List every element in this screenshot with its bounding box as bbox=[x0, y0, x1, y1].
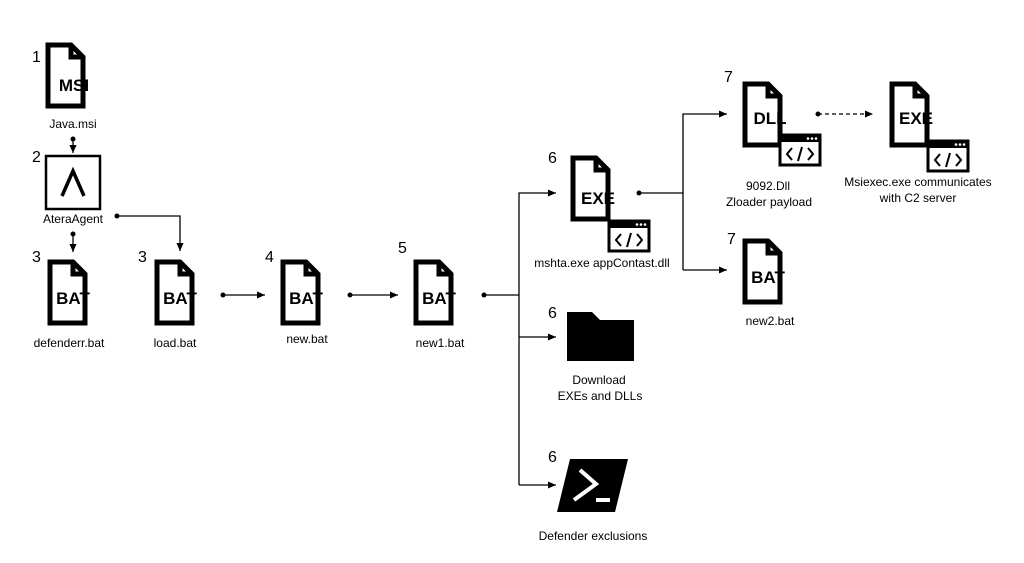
node-label-line2: EXEs and DLLs bbox=[558, 389, 643, 403]
folder-icon bbox=[567, 312, 634, 361]
node-new-bat: 4 BAT new.bat bbox=[265, 249, 328, 346]
node-label: new2.bat bbox=[746, 314, 795, 328]
node-label: defenderr.bat bbox=[34, 336, 105, 350]
file-type-tag: BAT bbox=[751, 268, 785, 287]
atera-agent-icon bbox=[44, 154, 102, 211]
node-label: load.bat bbox=[154, 336, 197, 350]
node-label: Java.msi bbox=[49, 117, 96, 131]
step-number: 2 bbox=[32, 149, 41, 166]
node-atera-agent: 2 AteraAgent bbox=[32, 149, 104, 226]
node-label-line1: Msiexec.exe communicates bbox=[844, 175, 991, 189]
edge-atera-to-load bbox=[117, 215, 184, 251]
node-dll-payload: 7 DLL 9092.Dll Zloader payload bbox=[724, 69, 822, 209]
file-type-tag: EXE bbox=[899, 109, 933, 128]
node-label: Defender exclusions bbox=[539, 529, 648, 543]
file-type-tag: BAT bbox=[422, 289, 456, 308]
file-type-tag: BAT bbox=[289, 289, 323, 308]
node-defenderr-bat: 3 BAT defenderr.bat bbox=[32, 249, 105, 350]
node-java-msi: 1 MSI Java.msi bbox=[32, 45, 97, 131]
file-type-tag: EXE bbox=[581, 189, 615, 208]
node-label: new.bat bbox=[286, 332, 328, 346]
step-number: 5 bbox=[398, 240, 407, 257]
file-type-tag: BAT bbox=[163, 289, 197, 308]
step-number: 6 bbox=[548, 150, 557, 167]
node-powershell: 6 Defender exclusions bbox=[539, 449, 648, 543]
step-number: 6 bbox=[548, 449, 557, 466]
node-download: 6 Download EXEs and DLLs bbox=[548, 305, 642, 403]
edge-mshta-to-dll bbox=[682, 110, 727, 270]
step-number: 3 bbox=[138, 249, 147, 266]
step-number: 7 bbox=[727, 231, 736, 248]
file-type-tag: DLL bbox=[753, 109, 786, 128]
node-label: mshta.exe appContast.dll bbox=[534, 256, 669, 270]
node-label-line2: with C2 server bbox=[879, 191, 957, 205]
file-type-tag: MSI bbox=[59, 76, 89, 95]
node-new2-bat: 7 BAT new2.bat bbox=[727, 231, 795, 328]
step-number: 4 bbox=[265, 249, 274, 266]
step-number: 6 bbox=[548, 305, 557, 322]
code-window-icon bbox=[926, 139, 970, 173]
node-new1-bat: 5 BAT new1.bat bbox=[398, 240, 465, 350]
node-label: new1.bat bbox=[416, 336, 465, 350]
file-type-tag: BAT bbox=[56, 289, 90, 308]
node-msiexec-exe: EXE Msiexec.exe communicates with C2 ser… bbox=[844, 84, 992, 205]
step-number: 7 bbox=[724, 69, 733, 86]
edges bbox=[69, 110, 873, 489]
node-label-line1: 9092.Dll bbox=[746, 179, 790, 193]
powershell-icon bbox=[557, 459, 628, 512]
edge-new1-to-mshta bbox=[518, 189, 556, 485]
node-load-bat: 3 BAT load.bat bbox=[138, 249, 197, 350]
code-window-icon bbox=[607, 219, 651, 253]
step-number: 1 bbox=[32, 49, 41, 66]
node-label: AteraAgent bbox=[43, 212, 104, 226]
node-label-line2: Zloader payload bbox=[726, 195, 812, 209]
step-number: 3 bbox=[32, 249, 41, 266]
node-mshta-exe: 6 EXE mshta.exe appContast.dll bbox=[534, 150, 669, 270]
node-label-line1: Download bbox=[572, 373, 625, 387]
code-window-icon bbox=[778, 133, 822, 167]
